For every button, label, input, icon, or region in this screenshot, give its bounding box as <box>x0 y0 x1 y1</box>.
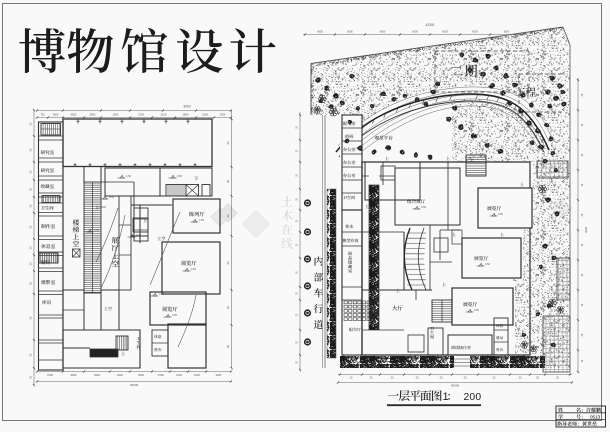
svg-text:30: 30 <box>297 126 299 129</box>
svg-text:4.50: 4.50 <box>498 212 504 216</box>
svg-text:30000: 30000 <box>130 383 139 387</box>
svg-text:4.50: 4.50 <box>199 218 205 222</box>
svg-text:3900: 3900 <box>90 113 96 117</box>
svg-text:4.50: 4.50 <box>177 174 183 178</box>
svg-text:60: 60 <box>227 306 230 309</box>
svg-text:60: 60 <box>227 214 230 217</box>
svg-text:3000: 3000 <box>183 105 191 109</box>
svg-text:4.50: 4.50 <box>485 262 491 266</box>
svg-text:60: 60 <box>227 261 230 264</box>
svg-text:30: 30 <box>297 198 299 201</box>
svg-text:6000: 6000 <box>442 31 448 34</box>
svg-text:60: 60 <box>227 345 230 348</box>
svg-text:30: 30 <box>30 353 33 356</box>
svg-text:30: 30 <box>519 377 522 380</box>
svg-text:30: 30 <box>30 376 33 379</box>
svg-text:2000: 2000 <box>220 113 226 117</box>
svg-text:1500: 1500 <box>47 373 53 377</box>
svg-text:1800: 1800 <box>183 113 189 117</box>
svg-text:30: 30 <box>536 377 539 380</box>
svg-text:4.50: 4.50 <box>172 313 178 317</box>
svg-text:40: 40 <box>580 214 582 217</box>
svg-text:6000: 6000 <box>380 31 386 34</box>
svg-text:0513: 0513 <box>590 414 601 419</box>
svg-text:2000: 2000 <box>216 373 222 377</box>
svg-text:4.50: 4.50 <box>109 195 115 199</box>
svg-text:30: 30 <box>30 148 33 151</box>
svg-text:30: 30 <box>297 243 299 246</box>
svg-text:1: 1 <box>443 391 449 403</box>
svg-text:4.50: 4.50 <box>474 308 480 312</box>
svg-text:6000: 6000 <box>347 31 353 34</box>
svg-text:1500: 1500 <box>113 113 119 117</box>
svg-text:2700: 2700 <box>138 113 144 117</box>
svg-text:40: 40 <box>580 94 582 97</box>
svg-text:4.50: 4.50 <box>126 174 132 178</box>
svg-text:30: 30 <box>297 219 299 222</box>
svg-text:30: 30 <box>464 377 467 380</box>
svg-text:30: 30 <box>416 377 419 380</box>
svg-text:30: 30 <box>30 188 33 191</box>
svg-text:30: 30 <box>297 341 299 344</box>
svg-text:200: 200 <box>464 392 482 403</box>
svg-text:40: 40 <box>580 334 582 337</box>
svg-text:2600: 2600 <box>117 373 123 377</box>
svg-text:4.50: 4.50 <box>136 233 142 237</box>
svg-text:3900: 3900 <box>94 373 100 377</box>
svg-text:30: 30 <box>30 316 33 319</box>
svg-text:30: 30 <box>30 122 33 125</box>
svg-text:1500: 1500 <box>158 373 164 377</box>
svg-text:40: 40 <box>580 184 582 187</box>
svg-text:60: 60 <box>227 141 230 144</box>
svg-text:6000: 6000 <box>472 31 478 34</box>
svg-text:2100: 2100 <box>176 373 182 377</box>
svg-text:4.50: 4.50 <box>94 228 100 232</box>
svg-text:30: 30 <box>391 377 394 380</box>
svg-text:45000: 45000 <box>451 384 460 388</box>
svg-text:6000: 6000 <box>412 31 418 34</box>
svg-text:1500: 1500 <box>194 373 200 377</box>
svg-text:30: 30 <box>30 282 33 285</box>
svg-text:60: 60 <box>227 180 230 183</box>
svg-text:42000: 42000 <box>426 23 435 27</box>
svg-text:30: 30 <box>556 377 559 380</box>
svg-text:30: 30 <box>370 377 373 380</box>
svg-text:6000: 6000 <box>317 31 323 34</box>
svg-text:30: 30 <box>30 246 33 249</box>
svg-text:30: 30 <box>297 174 299 177</box>
svg-text:30: 30 <box>350 377 353 380</box>
svg-text:40: 40 <box>580 360 582 363</box>
svg-text:40: 40 <box>580 124 582 127</box>
svg-text:2100: 2100 <box>161 113 167 117</box>
svg-text:30: 30 <box>493 377 496 380</box>
svg-text:30: 30 <box>297 271 299 274</box>
svg-text:40: 40 <box>580 244 582 247</box>
svg-text:4.50: 4.50 <box>159 292 165 296</box>
svg-text:3000: 3000 <box>53 113 59 117</box>
svg-text:30: 30 <box>297 292 299 295</box>
svg-text:30: 30 <box>30 262 33 265</box>
svg-text:40: 40 <box>580 274 582 277</box>
svg-text:8000: 8000 <box>584 227 588 233</box>
svg-text:30: 30 <box>297 361 299 364</box>
svg-text:3600: 3600 <box>138 373 144 377</box>
svg-text:30: 30 <box>30 204 33 207</box>
svg-text:40: 40 <box>580 304 582 307</box>
svg-text:3600: 3600 <box>71 373 77 377</box>
svg-text:40: 40 <box>580 154 582 157</box>
svg-text:6000: 6000 <box>504 31 510 34</box>
svg-text:30: 30 <box>297 149 299 152</box>
svg-text:30: 30 <box>440 377 443 380</box>
svg-text:30: 30 <box>297 313 299 316</box>
svg-text:4.50: 4.50 <box>421 205 427 209</box>
svg-text:1500: 1500 <box>202 113 208 117</box>
svg-text:30: 30 <box>30 170 33 173</box>
svg-text:30: 30 <box>30 225 33 228</box>
svg-text:4500: 4500 <box>71 113 77 117</box>
svg-text:4.50: 4.50 <box>191 267 197 271</box>
svg-text:750: 750 <box>40 113 45 117</box>
